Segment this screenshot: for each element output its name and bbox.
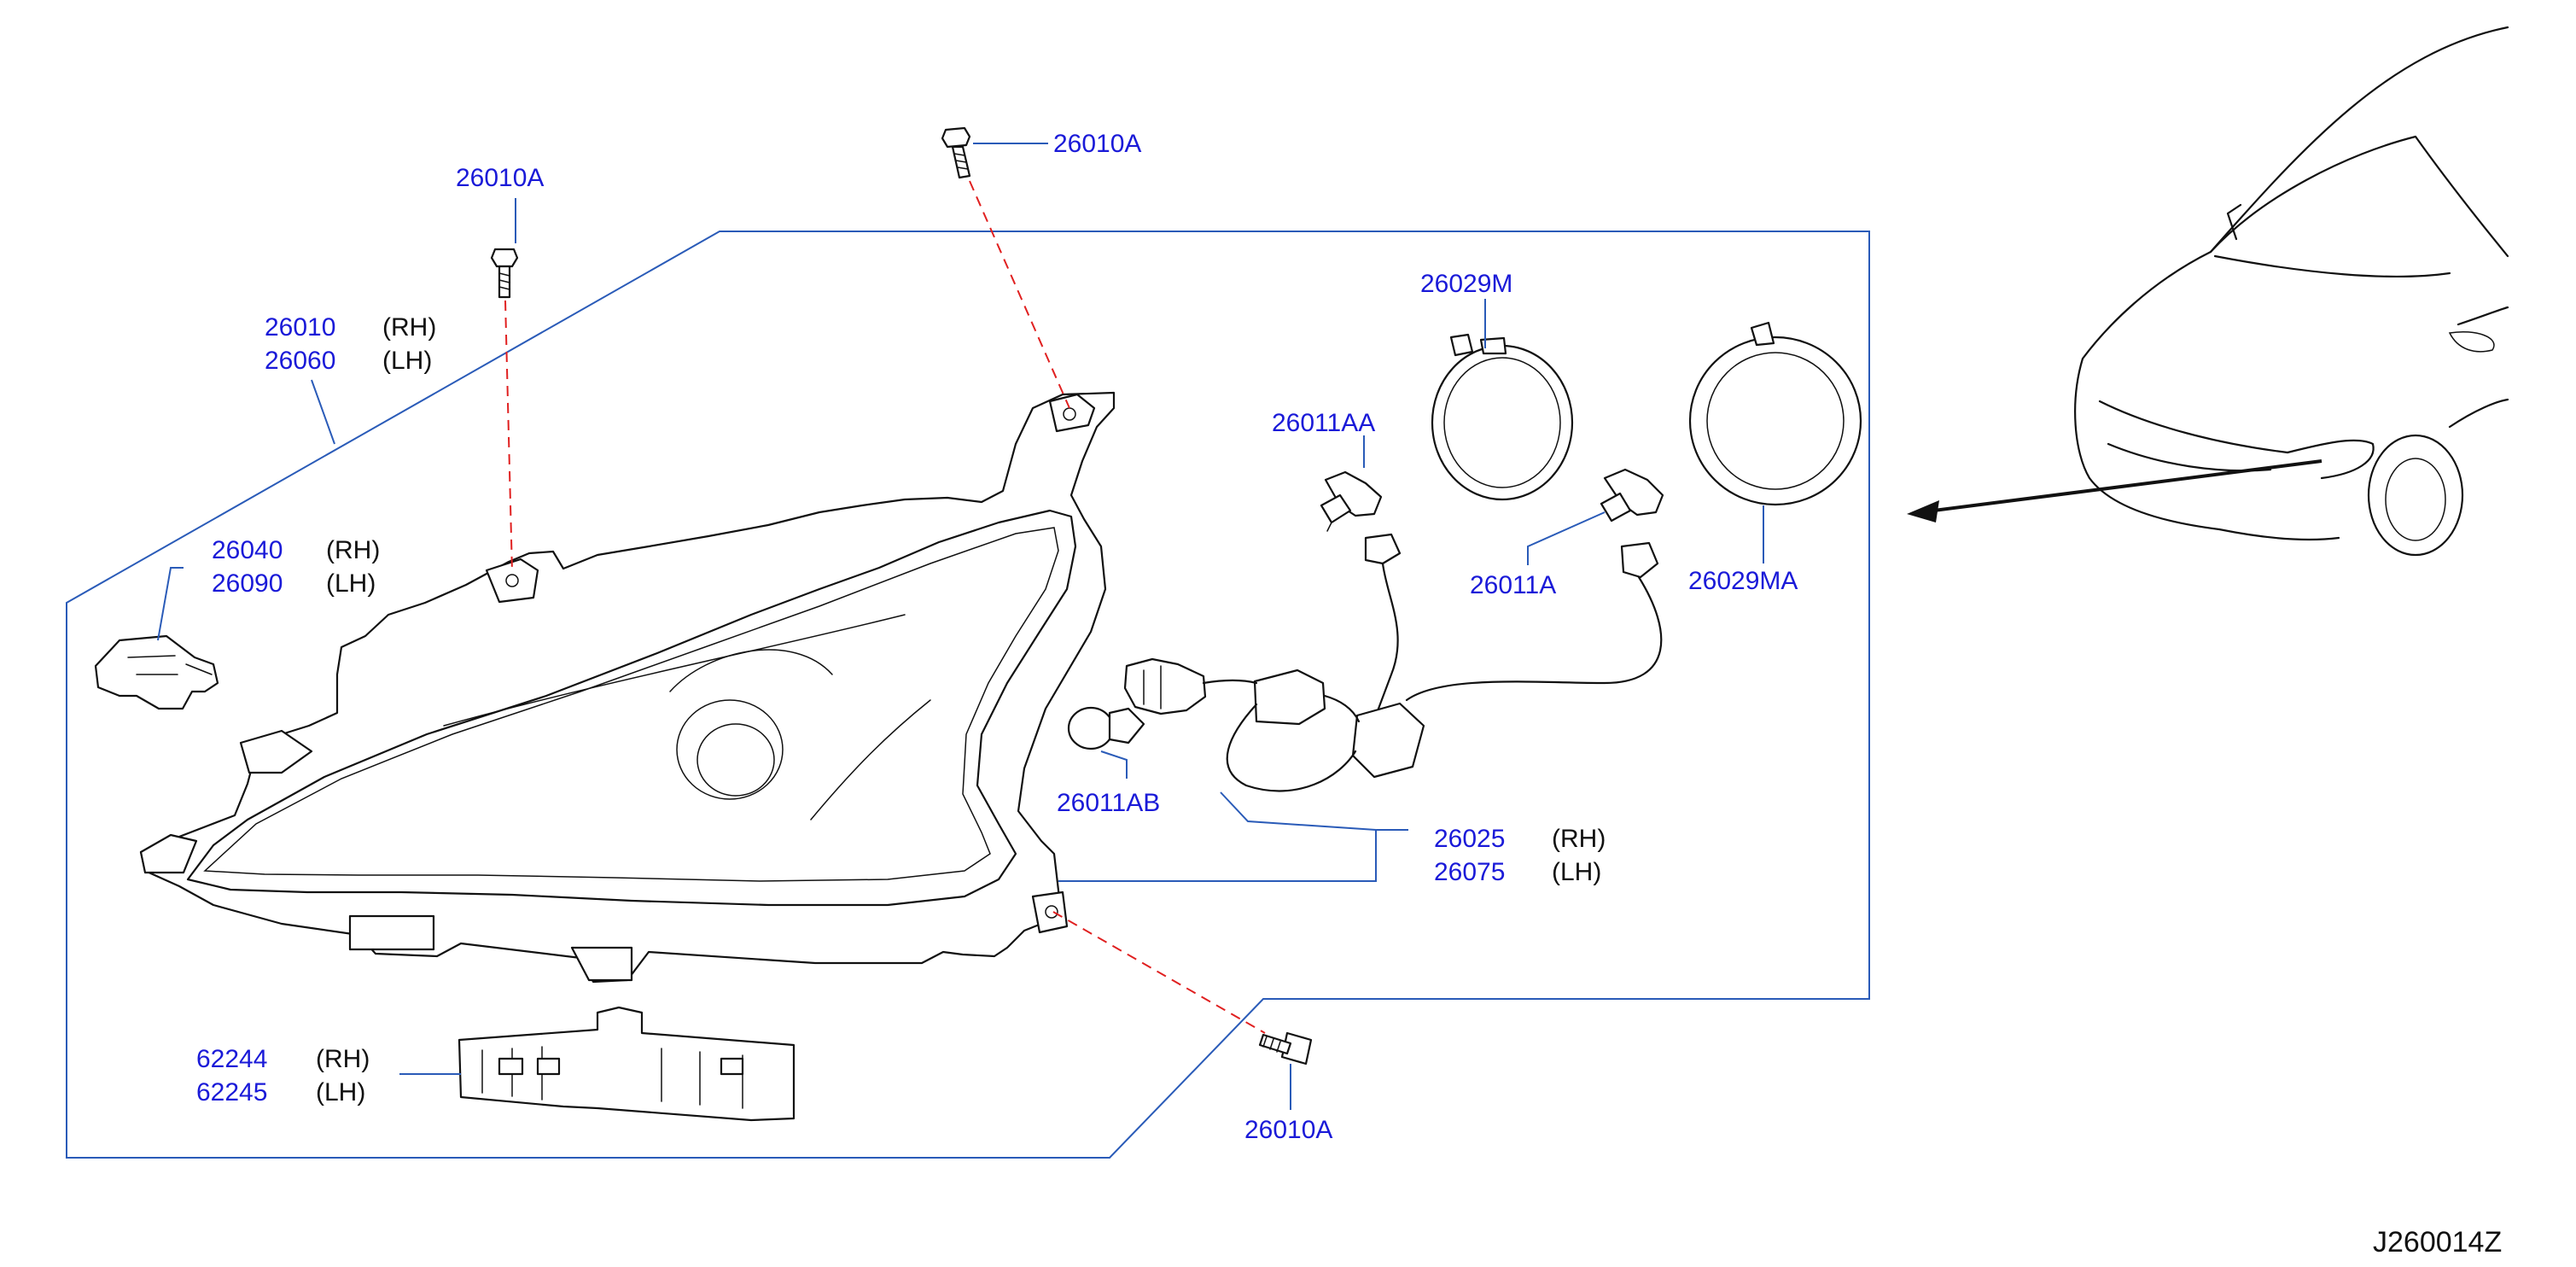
part-number-rh: 26025 xyxy=(1434,825,1505,853)
side-rh: (RH) xyxy=(326,536,380,564)
callout-bulb-aa[interactable]: 26011AA xyxy=(1272,409,1375,437)
part-number-rh: 26040 xyxy=(212,536,283,564)
side-bracket[interactable] xyxy=(94,634,219,710)
side-rh: (RH) xyxy=(316,1045,370,1073)
car-front-illustration xyxy=(2074,26,2509,557)
side-rh: (RH) xyxy=(382,313,436,342)
callout-lower-bracket[interactable]: 62244 (RH) 62245 (LH) xyxy=(196,1045,370,1106)
part-number-rh: 62244 xyxy=(196,1045,267,1073)
assembly-boundary xyxy=(66,231,1870,1159)
callout-harness[interactable]: 26025 (RH) 26075 (LH) xyxy=(1434,825,1606,886)
lower-bracket[interactable] xyxy=(458,1006,796,1122)
part-number: 26011AB xyxy=(1057,789,1160,817)
axis-bolt-top-center xyxy=(969,180,1070,409)
callout-bulb-ab[interactable]: 26011AB xyxy=(1057,789,1160,817)
callout-cap-m[interactable]: 26029M xyxy=(1420,270,1512,298)
headlamp-body[interactable] xyxy=(139,391,1116,984)
callout-side-bracket[interactable]: 26040 (RH) 26090 (LH) xyxy=(212,536,380,598)
side-lh: (LH) xyxy=(1552,858,1601,886)
callout-bolt-top-left[interactable]: 26010A xyxy=(456,164,544,192)
side-lh: (LH) xyxy=(316,1078,365,1106)
cap-ma[interactable] xyxy=(1688,321,1862,506)
callout-cap-ma[interactable]: 26029MA xyxy=(1688,567,1798,595)
location-arrowhead xyxy=(1907,500,1939,523)
part-number: 26010A xyxy=(1244,1116,1332,1144)
bulb-a[interactable] xyxy=(1600,468,1664,523)
harness[interactable] xyxy=(1202,533,1663,792)
part-number: 26011AA xyxy=(1272,409,1375,437)
bolt-top-center[interactable] xyxy=(941,126,971,179)
part-number-lh: 26090 xyxy=(212,569,283,598)
part-number-lh: 26060 xyxy=(265,347,335,375)
callout-bulb-a[interactable]: 26011A xyxy=(1470,571,1556,599)
side-lh: (LH) xyxy=(326,569,376,598)
part-number-lh: 26075 xyxy=(1434,858,1505,886)
axis-bolt-bottom xyxy=(1052,911,1266,1034)
part-number: 26029MA xyxy=(1688,567,1798,595)
bolt-bottom[interactable] xyxy=(1258,1031,1313,1066)
part-number: 26010A xyxy=(456,164,544,192)
leader-lines xyxy=(157,143,1764,1110)
bulb-aa[interactable] xyxy=(1320,470,1383,532)
location-arrow xyxy=(1920,459,2322,514)
part-number: 26029M xyxy=(1420,270,1512,298)
side-lh: (LH) xyxy=(382,347,432,375)
callout-bolt-bottom[interactable]: 26010A xyxy=(1244,1116,1332,1144)
bulb-ab[interactable] xyxy=(1067,657,1207,750)
side-rh: (RH) xyxy=(1552,825,1606,853)
part-number: 26010A xyxy=(1053,130,1141,158)
part-number-lh: 62245 xyxy=(196,1078,267,1106)
cap-m[interactable] xyxy=(1431,333,1574,501)
part-number-rh: 26010 xyxy=(265,313,335,342)
callout-bolt-top-center[interactable]: 26010A xyxy=(1053,130,1141,158)
part-number: 26011A xyxy=(1470,571,1556,599)
callout-headlamp-assembly[interactable]: 26010 (RH) 26060 (LH) xyxy=(265,313,436,375)
diagram-id: J260014Z xyxy=(2373,1226,2502,1258)
bolt-top-left[interactable] xyxy=(490,248,519,299)
axis-bolt-top-left xyxy=(504,300,513,573)
